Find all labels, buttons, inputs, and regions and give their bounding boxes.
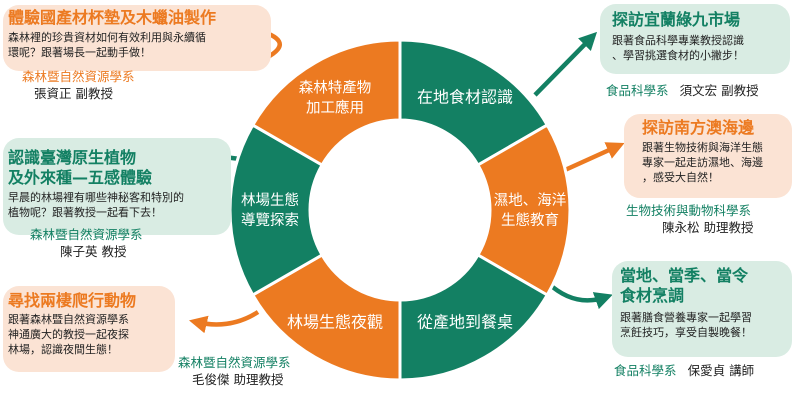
block-description: 跟著食品科學專業教授認識 、學習挑選食材的小撇步！ — [612, 34, 744, 62]
ring-label: 從產地到餐桌 — [417, 313, 513, 332]
arrow-top-right — [533, 31, 598, 97]
block-title: 體驗國產材杯墊及木蠟油製作 — [8, 8, 217, 27]
block-top-left: 體驗國產材杯墊及木蠟油製作 森林裡的珍貴資材如何有效利用與永續循 環呢？跟著場長… — [8, 8, 278, 102]
ring-segment-3 — [398, 252, 550, 382]
block-bottom-right-credit: 食品科學系 保愛貞 講師 — [614, 360, 798, 379]
block-title: 尋找兩棲爬行動物 — [8, 291, 137, 310]
block-department: 森林暨自然資源學系 — [178, 355, 291, 370]
ring-segment-4 — [250, 252, 402, 382]
block-description: 森林裡的珍貴資材如何有效利用與永續循 環呢？跟著場長一起動手做！ — [8, 31, 206, 59]
block-department: 森林暨自然資源學系 — [22, 69, 135, 84]
block-person: 須文宏 副教授 — [679, 83, 759, 98]
ring-label: 林場生態夜觀 — [287, 313, 383, 332]
block-person: 毛俊傑 助理教授 — [192, 372, 284, 387]
top-left-cloud — [3, 5, 271, 71]
mid-right-cloud — [624, 114, 792, 198]
block-top-right: 探訪宜蘭綠九市場 跟著食品科學專業教授認識 、學習挑選食材的小撇步！ — [612, 10, 797, 63]
block-bottom-left: 尋找兩棲爬行動物 跟著森林暨自然資源學系 神通廣大的教授一起夜探 林場，認識夜間… — [8, 291, 188, 357]
block-title: 當地、當季、當令 食材烹調 — [620, 266, 749, 305]
arrow-bottom-left — [188, 310, 260, 334]
block-mid-left: 認識臺灣原生植物 及外來種—五感體驗 早晨的林場裡有哪些神秘客和特別的 植物呢？… — [8, 148, 238, 260]
block-department: 生物技術與動物科學系 — [626, 203, 752, 218]
ring-label: 在地食材認識 — [417, 87, 513, 106]
block-mid-right-credit: 生物技術與動物科學系 陳永松 助理教授 — [626, 202, 798, 236]
block-person: 陳永松 助理教授 — [662, 220, 754, 235]
block-person: 陳子英 教授 — [60, 244, 127, 259]
bottom-right-cloud — [612, 261, 792, 357]
ring-segment-5 — [228, 122, 325, 298]
block-description: 早晨的林場裡有哪些神秘客和特別的 植物呢？跟著教授一起看下去！ — [8, 191, 184, 219]
block-person: 保愛貞 講師 — [687, 363, 755, 378]
block-description: 跟著森林暨自然資源學系 神通廣大的教授一起夜探 林場，認識夜間生態！ — [8, 313, 129, 356]
arrow-bottom-right — [546, 281, 613, 310]
ring-label: 濕地、海洋 — [494, 192, 567, 209]
ring-segment-1 — [398, 38, 550, 168]
bottom-left-cloud — [3, 286, 175, 372]
ring-label: 森林特產物 — [299, 79, 372, 96]
ring-segment-2 — [475, 122, 572, 298]
ring-label: 林場生態 — [241, 192, 299, 209]
block-title: 探訪宜蘭綠九市場 — [612, 10, 741, 29]
block-department: 食品科學系 — [614, 363, 677, 378]
block-department: 食品科學系 — [606, 83, 669, 98]
ring-label: 生態教育 — [501, 212, 559, 229]
block-description: 跟著膳食營養專家一起學習 烹飪技巧，享受自製晚餐！ — [620, 311, 752, 339]
block-description: 跟著生物技術與海洋生態 專家一起走訪濕地、海邊 ，感受大自然！ — [642, 141, 763, 184]
ring-label: 加工應用 — [306, 98, 364, 116]
block-person: 張資正 副教授 — [34, 86, 113, 101]
ring-segment-6 — [250, 38, 402, 168]
block-department: 森林暨自然資源學系 — [30, 227, 143, 242]
block-title: 探訪南方澳海邊 — [642, 118, 755, 137]
arrow-mid-right — [564, 142, 625, 173]
top-right-cloud — [600, 4, 790, 74]
block-bottom-left-credit: 森林暨自然資源學系 毛俊傑 助理教授 — [178, 354, 338, 388]
block-bottom-right: 當地、當季、當令 食材烹調 跟著膳食營養專家一起學習 烹飪技巧，享受自製晚餐！ — [620, 266, 798, 340]
ring-label: 導覽探索 — [241, 212, 299, 229]
mid-left-cloud — [3, 138, 231, 235]
block-title: 認識臺灣原生植物 及外來種—五感體驗 — [8, 148, 153, 187]
block-mid-right: 探訪南方澳海邊 跟著生物技術與海洋生態 專家一起走訪濕地、海邊 ，感受大自然！ — [642, 118, 797, 185]
block-top-right-credit: 食品科學系 須文宏 副教授 — [606, 80, 796, 99]
